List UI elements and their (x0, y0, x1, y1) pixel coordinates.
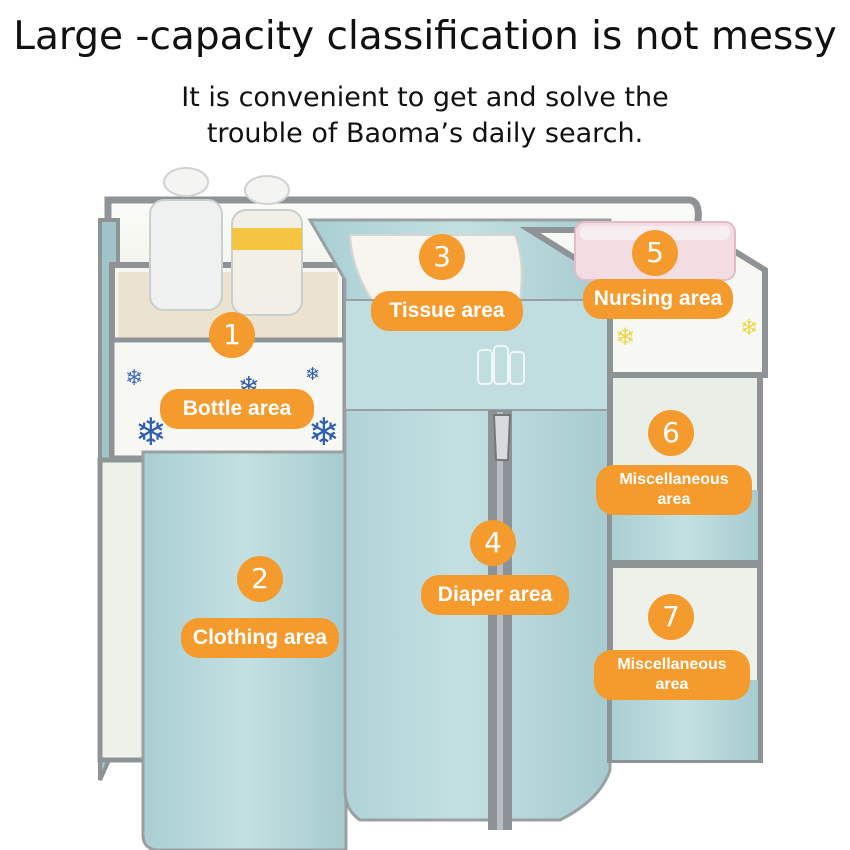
misc-area-lower-line2: area (655, 676, 689, 693)
subtitle-line-1: It is convenient to get and solve the (181, 82, 669, 113)
side-mesh-pocket (97, 457, 148, 763)
area-number-5: 5 (632, 230, 678, 276)
bottle-area-label: Bottle area (160, 389, 314, 429)
misc-area-lower-label: Miscellaneous area (594, 650, 750, 700)
clothing-area-label: Clothing area (181, 618, 339, 658)
area-number-7: 7 (648, 594, 694, 640)
headline: Large -capacity classification is not me… (13, 14, 837, 59)
nursing-area-label: Nursing area (583, 279, 733, 319)
svg-text:❄: ❄ (615, 323, 635, 351)
svg-text:❄: ❄ (125, 366, 143, 391)
misc-area-upper-line2: area (657, 491, 691, 508)
subtitle-line-2: trouble of Baoma’s daily search. (206, 118, 644, 149)
misc-area-upper-line1: Miscellaneous (619, 471, 729, 488)
svg-text:❄: ❄ (308, 410, 340, 454)
svg-text:❄: ❄ (740, 316, 758, 341)
zipper-pull-icon (492, 414, 512, 461)
tissue-area-label: Tissue area (371, 291, 523, 331)
area-number-4: 4 (470, 520, 516, 566)
area-number-2: 2 (237, 556, 283, 602)
area-number-3: 3 (419, 234, 465, 280)
area-number-6: 6 (648, 410, 694, 456)
misc-area-upper-label: Miscellaneous area (596, 465, 752, 515)
diaper-area-label: Diaper area (421, 575, 569, 615)
misc-area-lower-line1: Miscellaneous (617, 656, 727, 673)
bottle-logo-icon (477, 345, 525, 385)
area-number-1: 1 (209, 312, 255, 358)
svg-text:❄: ❄ (305, 364, 320, 385)
baby-bottles (149, 167, 303, 316)
